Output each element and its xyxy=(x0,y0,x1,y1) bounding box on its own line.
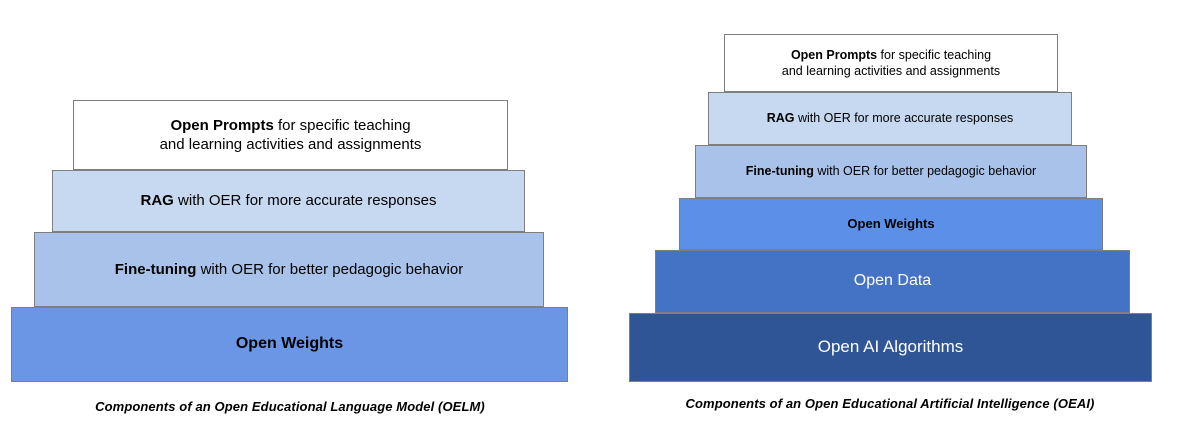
caption-oelm: Components of an Open Educational Langua… xyxy=(95,399,485,414)
layer-label-lead: Open Prompts xyxy=(790,47,878,62)
layer-label: Open AI Algorithms xyxy=(810,336,972,358)
layer-label-rest: with OER for more accurate responses xyxy=(794,111,1014,126)
layer-open-prompts: Open Prompts for specific teaching and le… xyxy=(724,34,1058,92)
layer-label-lead: Open AI Algorithms xyxy=(817,337,964,357)
layer-label: RAG with OER for more accurate responses xyxy=(759,110,1022,126)
layer-label-lead: Fine-tuning xyxy=(114,260,197,278)
layer-label-rest: for specific teaching xyxy=(273,116,411,134)
layer-open-weights: Open Weights xyxy=(11,307,568,382)
layer-label: Open Weights xyxy=(839,216,942,233)
layer-rag: RAG with OER for more accurate responses xyxy=(708,92,1072,145)
layer-label-lead: Open Weights xyxy=(847,215,935,231)
layer-open-weights: Open Weights xyxy=(679,198,1103,250)
layer-label-rest: with OER for better pedagogic behavior xyxy=(813,164,1037,179)
layer-label: Fine-tuning with OER for better pedagogi… xyxy=(738,163,1044,179)
layer-label-rest: for specific teaching xyxy=(877,47,992,62)
layer-label: Open Prompts for specific teaching and le… xyxy=(152,116,430,155)
pyramid-oeai: Open Prompts for specific teaching and le… xyxy=(600,0,1200,429)
layer-rag: RAG with OER for more accurate responses xyxy=(52,170,525,232)
layer-fine-tuning: Fine-tuning with OER for better pedagogi… xyxy=(695,145,1087,198)
layer-label-line2: and learning activities and assignments xyxy=(781,64,1001,78)
layer-label-lead: Open Weights xyxy=(235,335,344,353)
layer-label: Fine-tuning with OER for better pedagogi… xyxy=(107,260,471,280)
layer-fine-tuning: Fine-tuning with OER for better pedagogi… xyxy=(34,232,544,307)
layer-label-lead: RAG xyxy=(766,111,795,126)
layer-label-rest: with OER for more accurate responses xyxy=(173,192,437,210)
layer-label-lead: RAG xyxy=(140,192,174,210)
layer-label-lead: Open Data xyxy=(853,272,932,290)
layer-label-line2: and learning activities and assignments xyxy=(159,136,422,153)
layer-label: Open Weights xyxy=(228,334,351,355)
pyramid-oelm: Open Prompts for specific teaching and le… xyxy=(11,100,568,382)
layer-label: Open Prompts for specific teaching and le… xyxy=(774,47,1008,80)
layer-open-ai-algorithms: Open AI Algorithms xyxy=(629,313,1152,382)
layer-open-prompts: Open Prompts for specific teaching and le… xyxy=(73,100,508,170)
layer-label: RAG with OER for more accurate responses xyxy=(133,191,445,211)
layer-label-lead: Open Prompts xyxy=(170,116,274,134)
layer-label-rest: with OER for better pedagogic behavior xyxy=(196,260,464,278)
layer-label: Open Data xyxy=(846,271,939,292)
layer-label-lead: Fine-tuning xyxy=(745,164,814,179)
layer-open-data: Open Data xyxy=(655,250,1130,313)
caption-oeai: Components of an Open Educational Artifi… xyxy=(685,396,1095,411)
